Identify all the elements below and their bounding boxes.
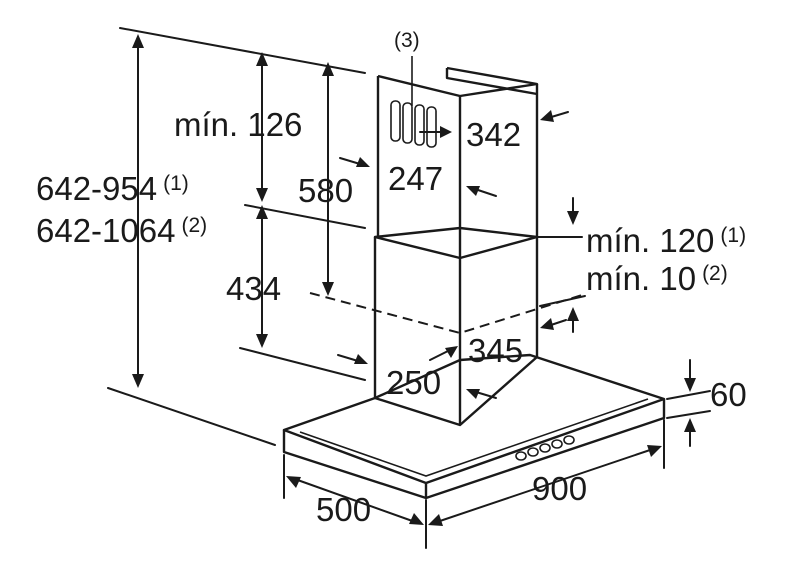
height-range-2-value: 642-1064 — [36, 212, 176, 249]
control-buttons — [515, 435, 575, 461]
upper-chimney-width-label: 342 — [466, 116, 522, 153]
height-range-1: 642-954(1) — [36, 172, 189, 205]
hood-canopy — [282, 353, 666, 500]
lower-chimney-depth-label: 250 — [386, 364, 442, 401]
upper-chimney — [376, 66, 539, 258]
hood-depth-label: 500 — [316, 491, 372, 528]
height-range-1-note: (1) — [163, 172, 189, 195]
min-overlap-1-value: mín. 120 — [586, 222, 715, 259]
dimension-lines — [132, 34, 696, 526]
extension-lines — [107, 27, 711, 549]
vent-slots — [390, 56, 437, 148]
upper-chimney-depth-label: 247 — [388, 160, 444, 197]
overlap-line — [309, 292, 583, 335]
height-range-2: 642-1064(2) — [36, 214, 207, 247]
lower-chimney-width-label: 345 — [468, 332, 524, 369]
min-overlap-1: mín. 120(1) — [586, 224, 746, 257]
hood-width-label: 900 — [532, 470, 588, 507]
min-top-clearance-label: mín. 126 — [174, 106, 303, 143]
height-range-2-note: (2) — [181, 214, 208, 237]
upper-chimney-height-label: 580 — [298, 172, 354, 209]
hood-height-label: 60 — [710, 376, 747, 413]
min-overlap-2: mín. 10(2) — [586, 262, 728, 295]
min-overlap-2-note: (2) — [702, 262, 728, 285]
min-overlap-1-note: (1) — [720, 224, 747, 247]
note-3-label: (3) — [394, 29, 420, 52]
min-overlap-2-value: mín. 10 — [586, 260, 697, 297]
lower-chimney-height-label: 434 — [226, 270, 282, 307]
height-range-1-value: 642-954 — [36, 170, 158, 207]
